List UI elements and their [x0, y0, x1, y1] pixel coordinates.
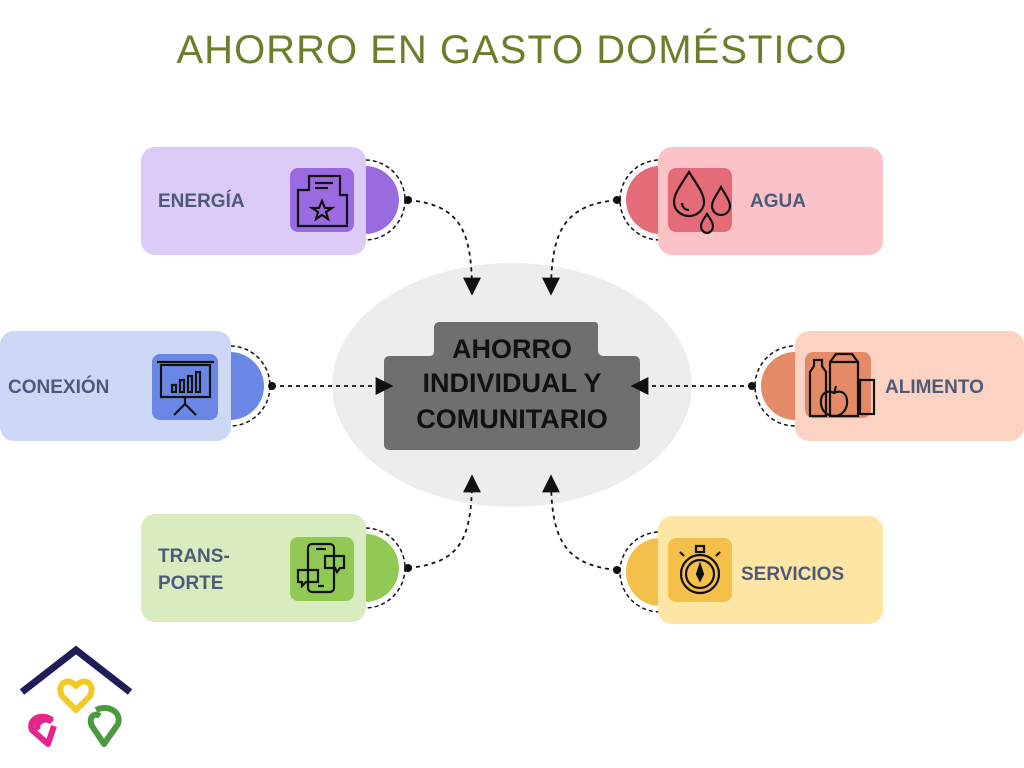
stopwatch-icon [679, 544, 721, 595]
label-conexion: CONEXIÓN [8, 376, 109, 398]
document-star-icon [296, 174, 349, 228]
node-agua: AGUA [619, 147, 883, 255]
node-conexion: CONEXIÓN [0, 331, 271, 441]
label-servicios: SERVICIOS [741, 564, 844, 585]
center-line-2: INDIVIDUAL Y [422, 368, 601, 398]
presentation-chart-icon [157, 360, 214, 416]
label-transporte-2: PORTE [158, 573, 223, 594]
node-servicios: SERVICIOS [619, 516, 883, 624]
node-transporte: TRANS- PORTE [141, 514, 406, 622]
label-transporte-1: TRANS- [158, 546, 230, 567]
label-energia: ENERGÍA [158, 190, 245, 212]
center-line-1: AHORRO [452, 334, 572, 364]
label-alimento: ALIMENTO [885, 377, 984, 398]
center-box [384, 322, 640, 450]
node-alimento: ALIMENTO [754, 331, 1024, 441]
connector-dots [268, 196, 756, 574]
groceries-icon [808, 352, 876, 418]
center-line-3: COMUNITARIO [416, 404, 607, 434]
phone-chat-icon [296, 542, 346, 594]
page-title: AHORRO EN GASTO DOMÉSTICO [176, 28, 848, 72]
node-energia: ENERGÍA [141, 147, 406, 255]
house-hearts-logo [19, 645, 133, 747]
connectors [272, 199, 752, 571]
water-drops-icon [672, 169, 732, 235]
label-agua: AGUA [750, 191, 806, 212]
